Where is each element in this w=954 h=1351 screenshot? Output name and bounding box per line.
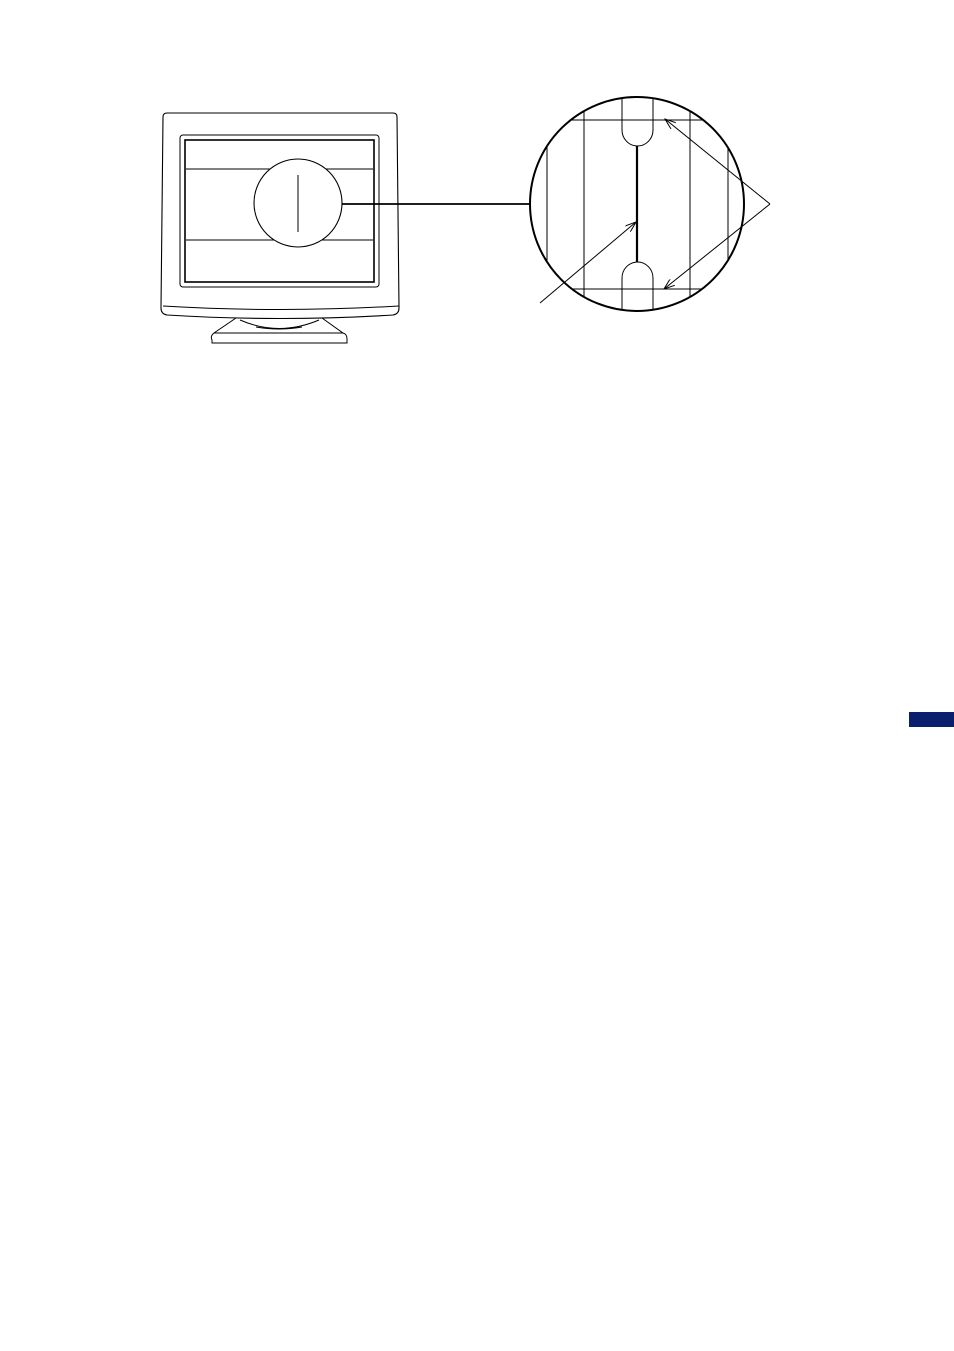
detail-circle xyxy=(520,80,760,330)
monitor-stand xyxy=(211,318,347,343)
page-section-tab xyxy=(909,712,954,727)
screen-magnifier-circle xyxy=(254,159,342,247)
callout-arrows xyxy=(540,119,770,303)
callout-arrow-upper-dot xyxy=(665,119,770,204)
